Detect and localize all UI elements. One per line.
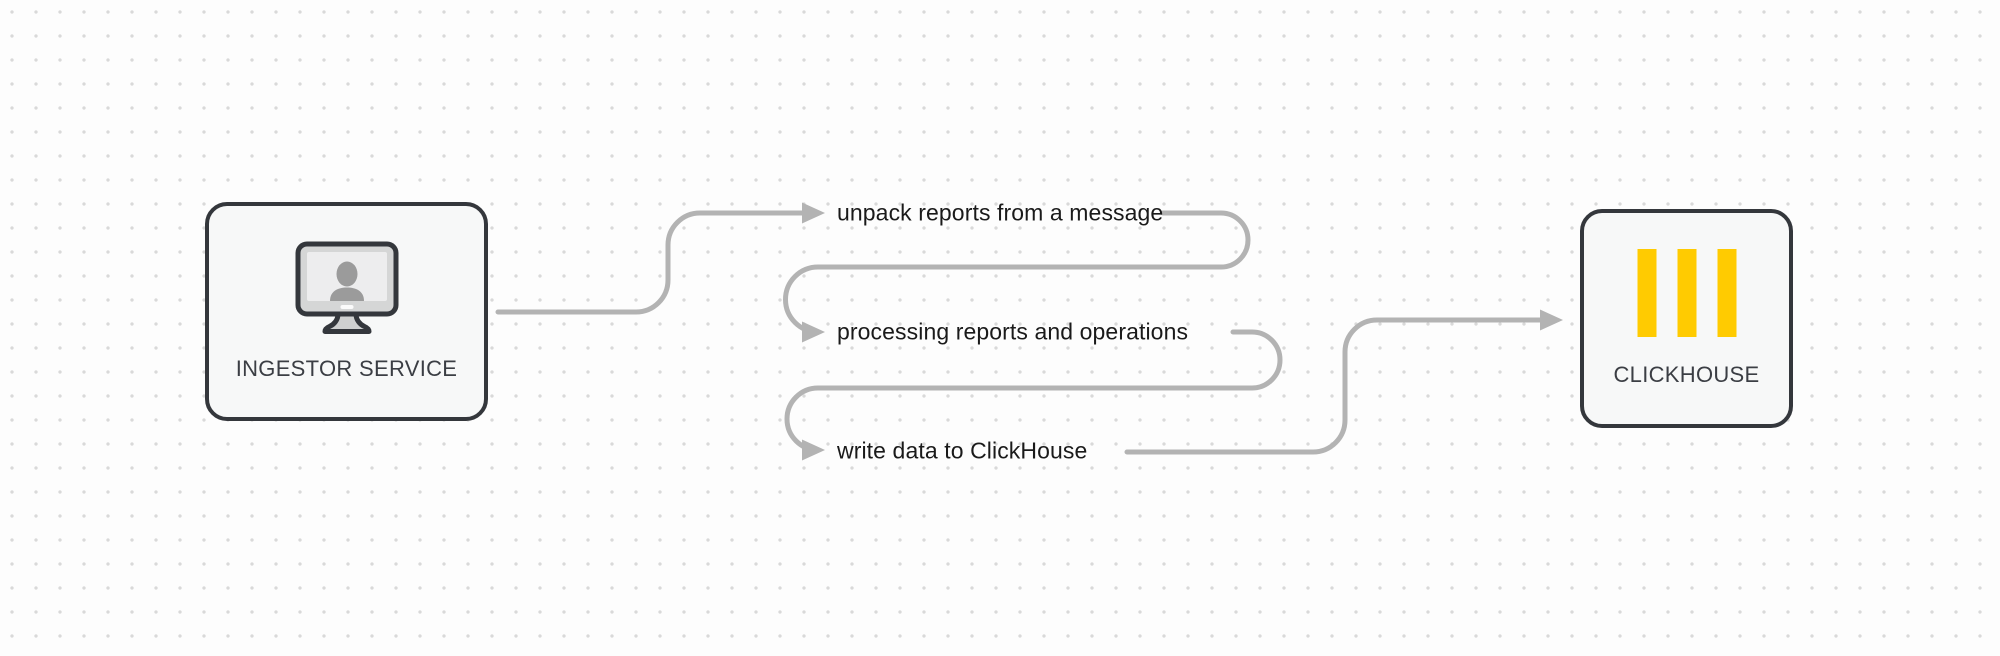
clickhouse-logo-icon (1637, 249, 1736, 337)
node-clickhouse: CLICKHOUSE (1580, 209, 1793, 428)
connector-step2-to-step3 (784, 329, 1283, 453)
monitor-user-icon (295, 241, 398, 334)
step-label-write: write data to ClickHouse (837, 437, 1088, 464)
node-ingestor-label: INGESTOR SERVICE (235, 356, 458, 381)
step-label-unpack: unpack reports from a message (837, 199, 1164, 226)
arrowhead-step1-icon (802, 202, 825, 224)
connector-step1-to-step2 (783, 210, 1251, 335)
clickhouse-bar (1677, 249, 1696, 337)
step-label-processing: processing reports and operations (837, 318, 1189, 345)
arrowhead-step3-icon (802, 439, 825, 461)
node-clickhouse-label: CLICKHOUSE (1613, 362, 1760, 387)
connector-ingestor-to-step1 (495, 210, 807, 315)
connector-step3-to-clickhouse (1124, 317, 1543, 455)
node-ingestor-service: INGESTOR SERVICE (205, 202, 488, 421)
clickhouse-bar (1717, 249, 1736, 337)
arrowhead-clickhouse-icon (1540, 309, 1563, 331)
clickhouse-bar (1637, 249, 1656, 337)
arrowhead-step2-icon (802, 321, 825, 343)
